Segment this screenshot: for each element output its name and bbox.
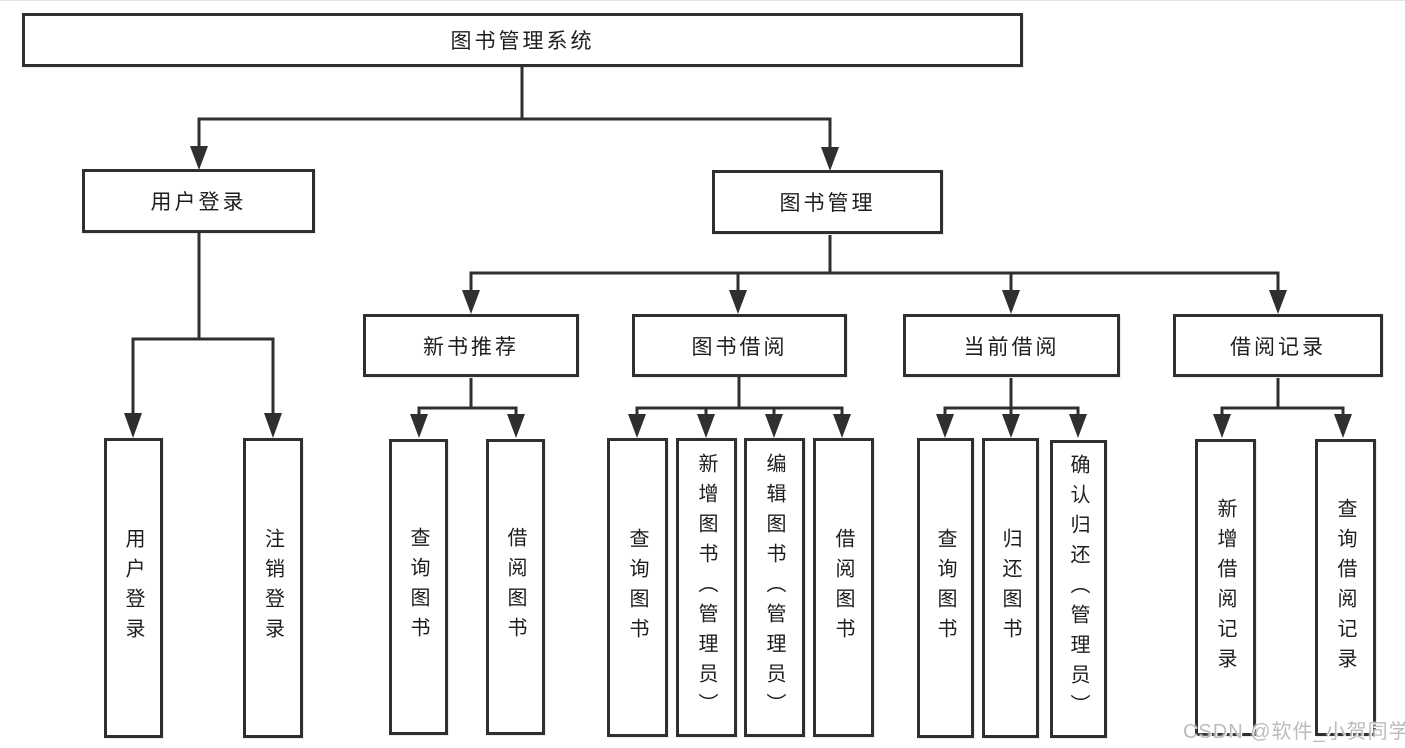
- leaf-label: 注销登录: [261, 528, 284, 648]
- leaf-label: 借阅图书: [504, 527, 526, 647]
- leaf-label: 确认归还（管理员）: [1067, 454, 1089, 724]
- leaf-query-books-recommend: 查询图书: [389, 439, 448, 735]
- node-label: 当前借阅: [963, 335, 1060, 359]
- leaf-label: 借阅图书: [832, 527, 854, 648]
- leaf-edit-books-admin: 编辑图书（管理员）: [744, 438, 805, 737]
- node-current-borrowing: 当前借阅: [903, 314, 1120, 377]
- leaf-label: 查询借阅记录: [1334, 497, 1356, 678]
- leaf-add-books-admin: 新增图书（管理员）: [676, 438, 737, 737]
- leaf-borrow-books: 借阅图书: [813, 438, 874, 737]
- leaf-confirm-return-admin: 确认归还（管理员）: [1050, 440, 1107, 738]
- node-user-login-module: 用户登录: [82, 169, 315, 233]
- leaf-borrow-books-recommend: 借阅图书: [486, 439, 545, 735]
- leaf-label: 查询图书: [934, 528, 956, 648]
- csdn-watermark: CSDN @软件_小贺同学: [1183, 721, 1405, 743]
- leaf-query-books-borrow: 查询图书: [607, 438, 668, 737]
- arrowheads: [124, 146, 1352, 438]
- node-label: 图书管理系统: [450, 30, 595, 53]
- leaf-label: 新增借阅记录: [1214, 497, 1236, 678]
- connector-paths: [131, 66, 1345, 433]
- leaf-label: 用户登录: [122, 528, 144, 648]
- leaf-add-borrow-record: 新增借阅记录: [1195, 439, 1256, 736]
- leaf-user-login: 用户登录: [104, 438, 163, 738]
- leaf-label: 编辑图书（管理员）: [763, 452, 785, 723]
- node-label: 新书推荐: [423, 335, 519, 359]
- node-label: 用户登录: [150, 191, 247, 214]
- leaf-label: 新增图书（管理员）: [695, 452, 717, 723]
- leaf-label: 查询图书: [407, 527, 429, 647]
- leaf-query-borrow-record: 查询借阅记录: [1315, 439, 1376, 736]
- node-borrowing-records: 借阅记录: [1173, 314, 1383, 377]
- node-book-management-module: 图书管理: [712, 170, 943, 234]
- node-new-book-recommend: 新书推荐: [363, 314, 579, 377]
- node-label: 借阅记录: [1230, 335, 1326, 359]
- leaf-query-books-current: 查询图书: [917, 438, 974, 738]
- node-book-borrowing: 图书借阅: [632, 314, 847, 377]
- leaf-label: 归还图书: [999, 528, 1021, 648]
- leaf-logout: 注销登录: [243, 438, 303, 738]
- leaf-return-books: 归还图书: [982, 438, 1039, 738]
- node-label: 图书管理: [779, 192, 876, 215]
- node-label: 图书借阅: [691, 335, 788, 359]
- leaf-label: 查询图书: [626, 527, 648, 648]
- node-library-management-system: 图书管理系统: [22, 13, 1023, 67]
